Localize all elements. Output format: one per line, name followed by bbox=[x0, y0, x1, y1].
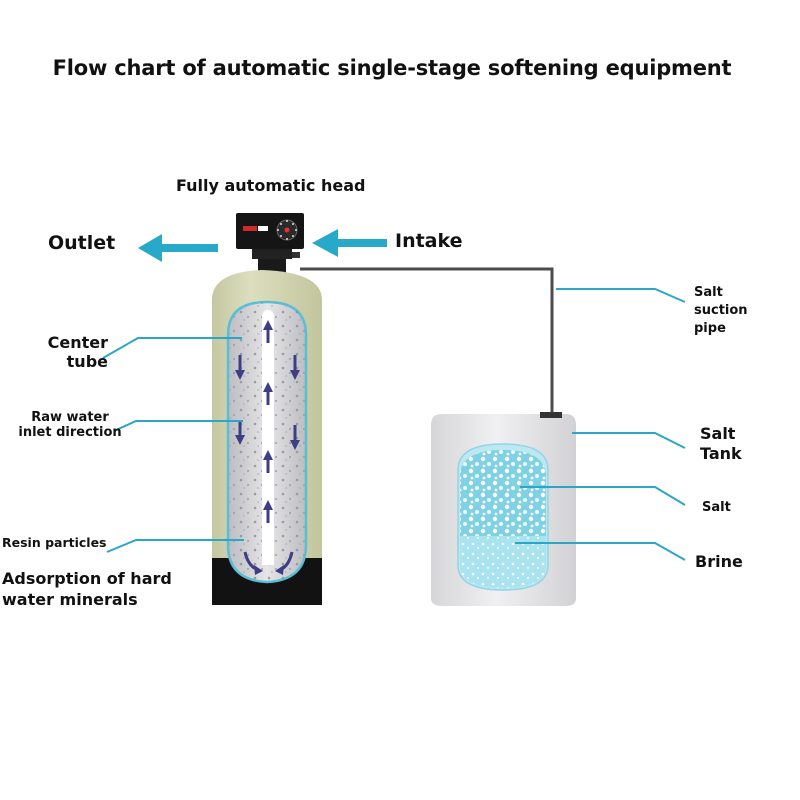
label-salt-tank: Salt Tank bbox=[700, 424, 742, 463]
diagram-title: Flow chart of automatic single-stage sof… bbox=[52, 56, 732, 80]
control-head bbox=[236, 213, 304, 273]
label-center-tube: Center tube bbox=[47, 333, 108, 371]
label-intake: Intake bbox=[395, 230, 463, 252]
intake-arrow bbox=[312, 229, 387, 257]
label-raw-water-inlet: Raw water inlet direction bbox=[18, 410, 122, 440]
leader-lines bbox=[102, 288, 686, 561]
brine-layer bbox=[460, 536, 546, 588]
label-salt-suction-pipe: Salt suction pipe bbox=[694, 285, 748, 336]
salt-bed bbox=[460, 450, 546, 538]
label-adsorption: Adsorption of hard water minerals bbox=[2, 569, 172, 609]
brine-line bbox=[300, 267, 554, 416]
label-fully-automatic-head: Fully automatic head bbox=[176, 176, 366, 195]
label-outlet: Outlet bbox=[48, 232, 116, 254]
label-brine: Brine bbox=[695, 552, 743, 571]
outlet-arrow bbox=[138, 234, 218, 262]
flow-arrows bbox=[235, 320, 300, 575]
display-light bbox=[243, 226, 257, 231]
resin-tank bbox=[212, 270, 322, 605]
label-salt: Salt bbox=[702, 500, 731, 515]
salt-tank bbox=[431, 412, 576, 606]
center-tube bbox=[262, 310, 274, 565]
label-resin-particles: Resin particles bbox=[2, 535, 107, 550]
